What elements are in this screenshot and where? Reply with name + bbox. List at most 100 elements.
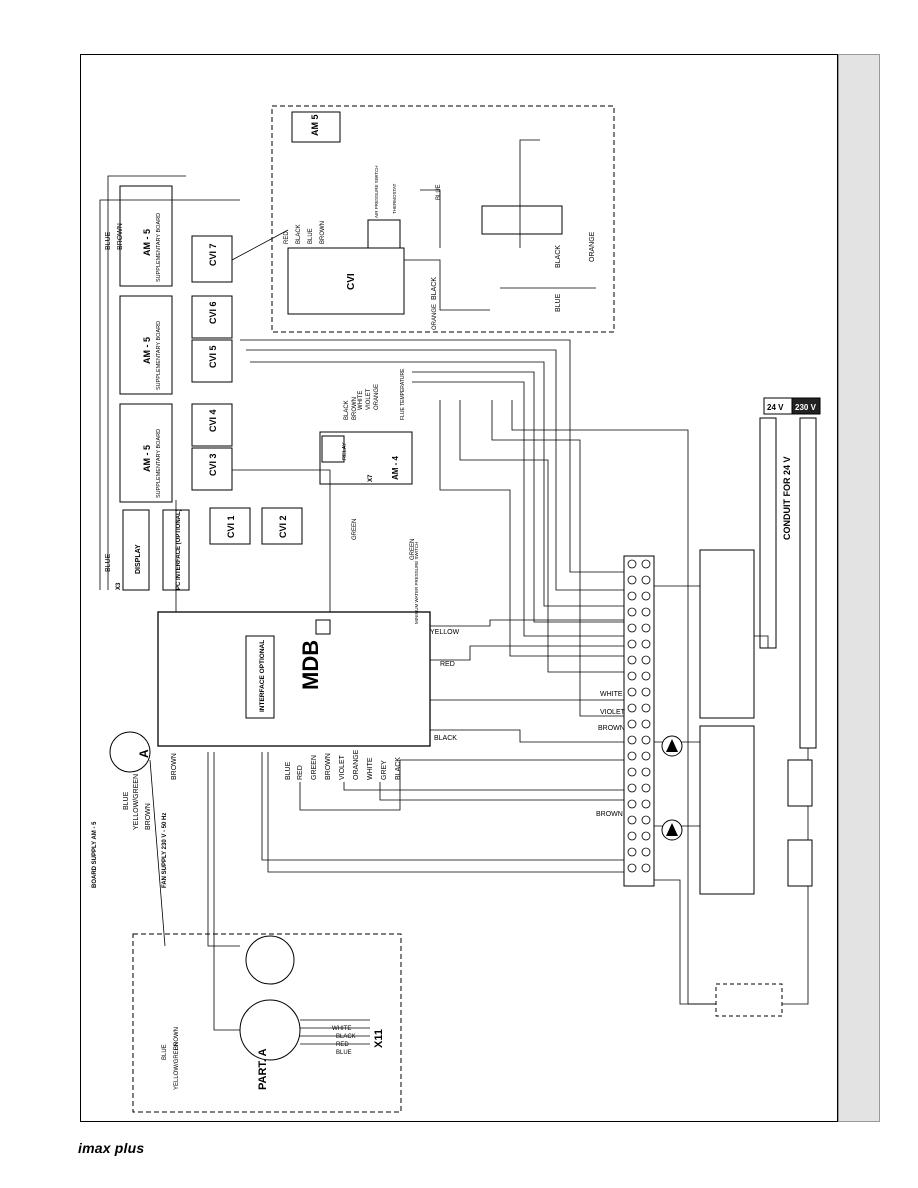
wire-label-white-3: WHITE [358,391,364,410]
wire-label-violet-3: VIOLET [366,388,372,410]
minimum-pressure-label: MINIMUM WATER PRESSURE SWITCH [414,542,419,624]
am5-box-label: AM 5 [310,114,320,136]
cvi6-box [191,295,233,339]
wire-label-red-2: RED [297,765,304,780]
am5-board-bottom [119,403,173,503]
air-pressure-switch-label: AIR PRESSURE SWITCH [374,165,379,218]
am5-small-box [291,111,341,143]
fan-motor-bottom [239,999,301,1061]
am4-label: AM - 4 [391,455,400,480]
point-a-circle [109,731,151,773]
part-a-label: PART. A [257,1048,269,1090]
wire-label-black-3: BLACK [296,224,302,244]
wire-label-green: GREEN [311,755,318,780]
v230-label: 230 V [795,403,817,412]
conduit-tube-230v [799,417,817,749]
terminal-screws [627,559,651,873]
wire-label-brown-2: BROWN [598,725,625,732]
cvi5-box [191,339,233,383]
cvi2-box [261,507,303,545]
wire-label-blue-6: BLUE [436,184,442,200]
conduit-tube-24v [759,417,777,649]
supplementary-board-label-bottom: SUPPLEMENTARY BOARD [156,429,162,498]
wire-label-blue-3: BLUE [285,761,292,780]
wire-label-orange-3: ORANGE [432,304,438,330]
wire-label-blue-8: BLUE [336,1050,352,1056]
wire-label-violet: VIOLET [600,709,626,716]
wire-label-brown-4: BROWN [325,753,332,780]
wire-label-brown-8: BROWN [352,397,358,420]
relay-label: RELAY [342,442,348,460]
wires [99,139,809,1045]
wire-label-black-7: BLACK [336,1034,356,1040]
wire-label-orange: ORANGE [353,749,360,780]
display-label: DISPLAY [135,544,142,574]
cvi1-label: CVI 1 [226,515,236,538]
thermostat-label: THERMOSTAT [392,183,397,214]
wire-label-brown-5: BROWN [171,753,178,780]
v24-label: 24 V [767,403,784,412]
display-box [122,509,150,591]
pump-icons [661,735,683,841]
sensor-box [481,205,563,235]
cvi1-box [209,507,251,545]
wire-label-brown-3: BROWN [596,811,623,818]
detail-box-am5 [271,105,615,333]
pc-interface-label: PC INTERFACE (OPTIONAL) [176,509,182,590]
cvi4-label: CVI 4 [208,409,218,432]
wire-label-violet-2: VIOLET [339,754,346,780]
point-a-label: A [137,749,151,758]
supplementary-board-label-mid: SUPPLEMENTARY BOARD [156,321,162,390]
legend-panel-top [699,549,755,719]
x7-am4-label: X7 [368,474,374,482]
supplementary-board-label-top: SUPPLEMENTARY BOARD [156,213,162,282]
wire-label-brown-1: BROWN [117,223,124,250]
cvi4-box [191,403,233,447]
mdb-board [157,611,431,747]
wire-label-brown-6: BROWN [145,803,152,830]
interface-optional-label: INTERFACE OPTIONAL [259,640,266,712]
conduit-label: CONDUIT FOR 24 V [782,456,792,540]
wire-label-yellow: YELLOW [430,629,460,636]
wire-label-yellow-green: YELLOW/GREEN [133,774,140,830]
am5-board-top [119,185,173,287]
wire-label-black-5: BLACK [431,277,438,300]
board-supply-label: BOARD SUPPLY AM - 5 [92,821,98,888]
cvi-detail-label: CVI [346,273,357,290]
wire-label-blue-5: BLUE [308,228,314,244]
wire-label-brown-7: BROWN [320,221,326,244]
cvi3-label: CVI 3 [208,453,218,476]
mdb-label: MDB [298,640,323,690]
wire-label-blue-1: BLUE [105,553,112,572]
wire-label-red-4: RED [336,1042,349,1048]
cvi3-box [191,447,233,491]
terminal-strip [623,555,655,887]
wire-label-blue-4: BLUE [123,791,130,810]
x11-label: X11 [373,1029,385,1048]
wire-label-black-6: BLACK [344,400,350,420]
labels: MDB INTERFACE OPTIONAL DISPLAY PC INTERF… [92,114,817,1090]
flue-temperature-label: FLUE TEMPERATURE [400,368,406,420]
wire-label-blue-9: BLUE [162,1044,168,1060]
am4-board [319,431,413,485]
wire-label-blue-7: BLUE [555,293,562,312]
page-sidebar [838,54,880,1122]
plug-connectors [787,759,813,887]
wire-label-white-4: WHITE [332,1026,351,1032]
wire-label-black-1: BLACK [434,735,457,742]
fan-supply-label: FAN SUPPLY 230 V - 50 Hz [162,813,168,888]
air-pressure-switch-box [367,219,401,249]
wire-label-grey: GREY [381,760,388,780]
fan-motor-top [245,935,295,985]
interface-optional-box [245,635,275,719]
cvi6-label: CVI 6 [208,301,218,324]
wire-label-red: RED [440,661,455,668]
detail-box-part-a [132,933,402,1113]
wire-label-orange-4: ORANGE [374,384,380,410]
wire-label-white-2: WHITE [367,757,374,780]
am5-label-mid: AM - 5 [142,337,152,364]
am5-board-mid [119,295,173,395]
cvi5-label: CVI 5 [208,345,218,368]
relay-box [321,435,345,463]
